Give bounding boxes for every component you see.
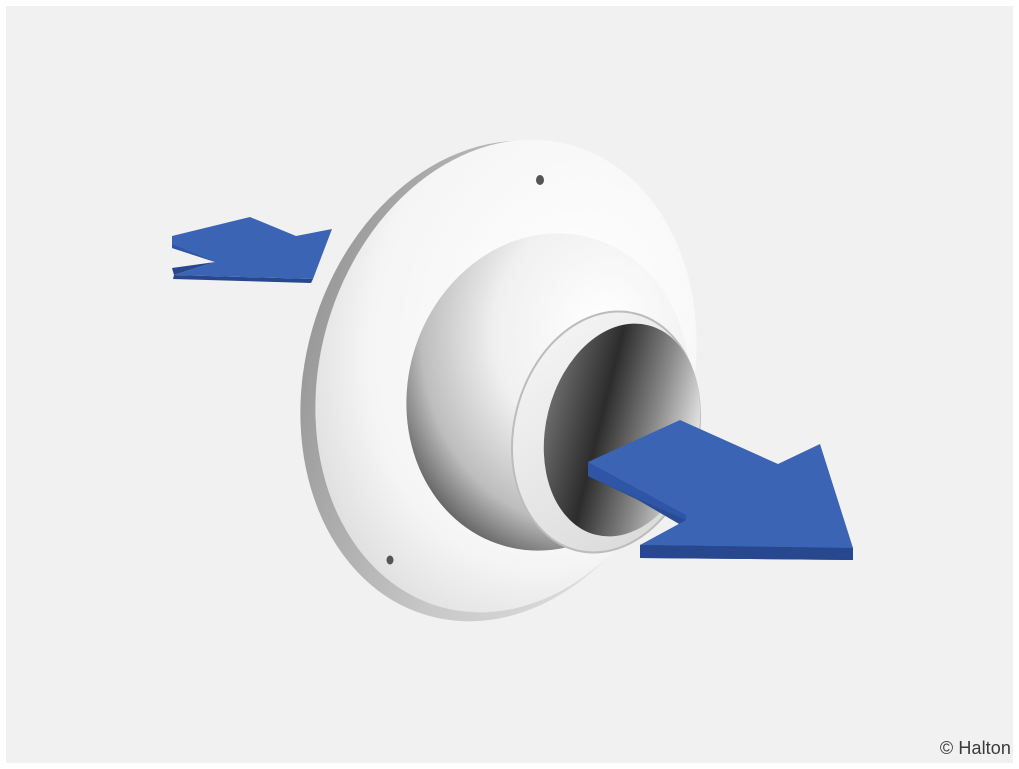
screw-hole-icon: [536, 175, 544, 185]
diffuser-icon: [245, 94, 751, 668]
copyright-label: © Halton: [940, 738, 1011, 759]
screw-hole-icon: [387, 556, 394, 565]
inflow-arrow-icon: [172, 217, 332, 283]
